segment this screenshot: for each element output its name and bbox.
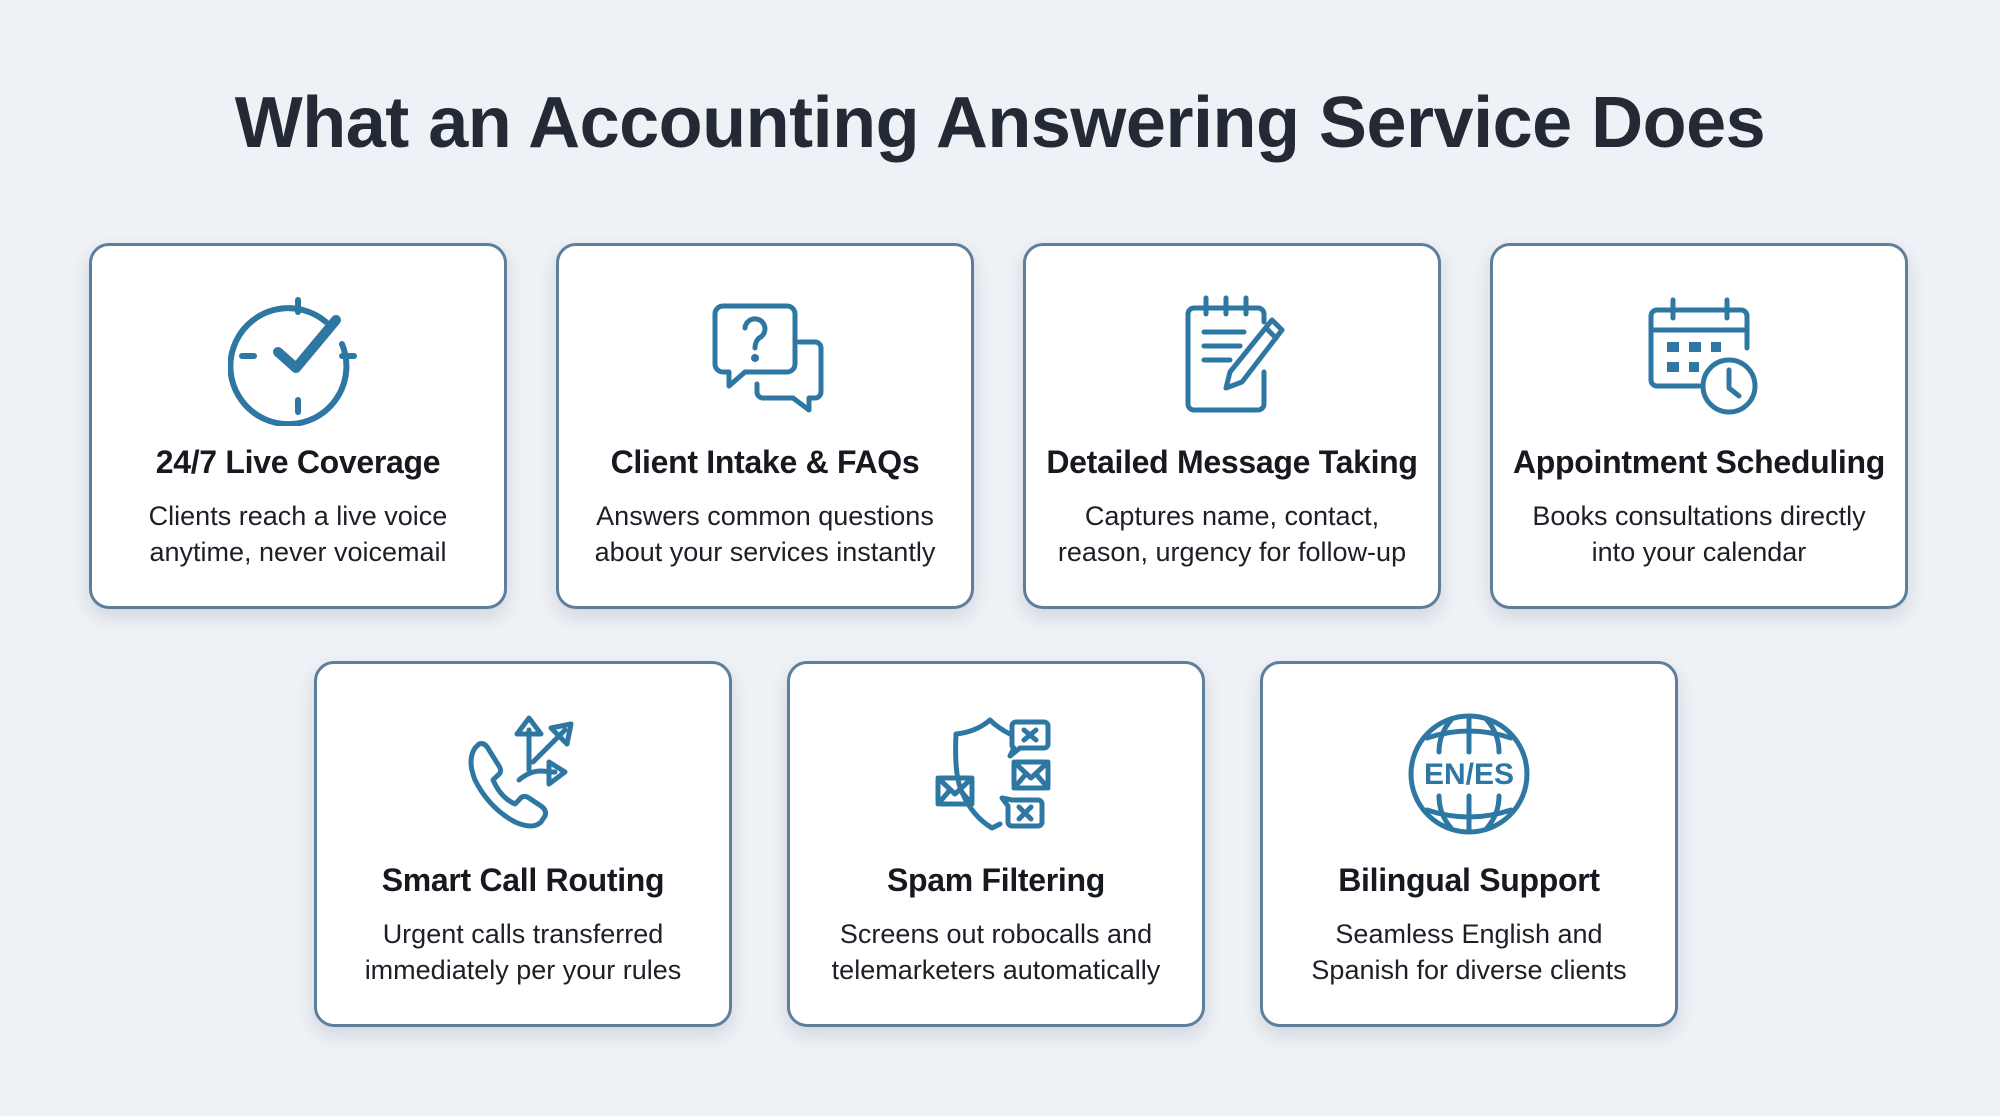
card-title: Client Intake & FAQs [610,444,920,480]
feature-card-message-taking: Detailed Message Taking Captures name, c… [1023,243,1441,609]
page-title: What an Accounting Answering Service Doe… [234,83,1766,163]
card-title: 24/7 Live Coverage [155,444,441,480]
chat-question-icon [695,286,835,426]
clock-check-icon [227,286,368,428]
language-code-label: EN/ES [1424,758,1514,791]
card-description: Answers common questions about your serv… [594,501,936,567]
feature-card-call-routing: Smart Call Routing Urgent calls transfer… [314,661,732,1027]
card-title: Smart Call Routing [381,862,665,898]
feature-card-spam-filtering: Spam Filtering Screens out robocalls and… [787,661,1205,1027]
feature-card-bilingual-support: EN/ES Bilingual Support Seamless English… [1260,661,1678,1027]
phone-routing-icon [453,704,593,844]
notepad-pencil-icon [1162,286,1302,426]
card-description: Clients reach a live voice anytime, neve… [148,501,448,567]
shield-spam-icon [926,704,1066,844]
globe-language-icon: EN/ES [1399,704,1539,844]
card-description: Captures name, contact, reason, urgency … [1057,501,1407,567]
card-description: Seamless English and Spanish for diverse… [1311,919,1627,985]
feature-card-client-intake: Client Intake & FAQs Answers common ques… [556,243,974,609]
card-description: Books consultations directly into your c… [1532,501,1866,567]
feature-card-live-coverage: 24/7 Live Coverage Clients reach a live … [89,243,507,609]
card-title: Bilingual Support [1338,862,1600,898]
card-description: Urgent calls transferred immediately per… [364,919,682,985]
feature-card-appointment-scheduling: Appointment Scheduling Books consultatio… [1490,243,1908,609]
card-title: Spam Filtering [886,862,1106,898]
card-description: Screens out robocalls and telemarketers … [831,919,1161,985]
calendar-clock-icon [1629,286,1769,426]
card-title: Detailed Message Taking [1046,444,1418,480]
card-title: Appointment Scheduling [1512,444,1886,480]
